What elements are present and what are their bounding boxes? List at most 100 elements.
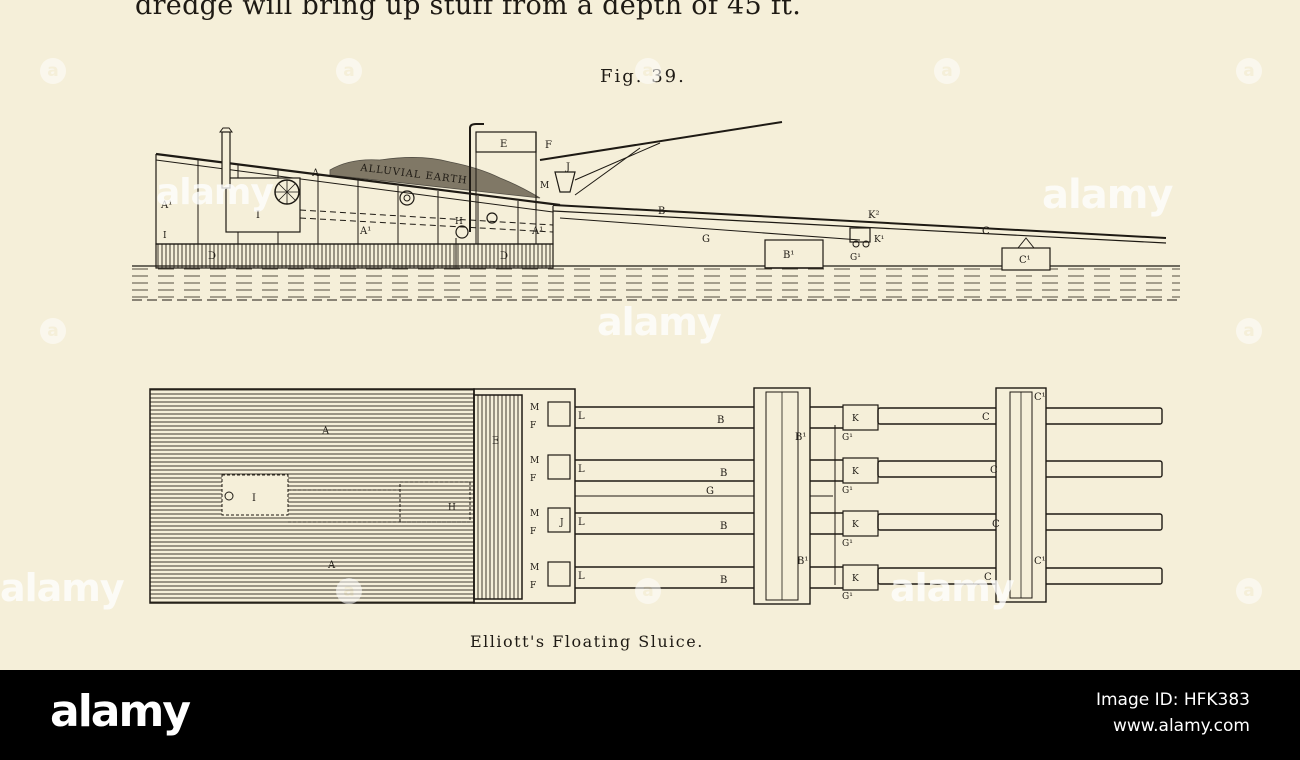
label-d-right: D <box>500 251 508 262</box>
label-a1-left: A¹ <box>160 200 172 211</box>
plan-label-c-1: C <box>982 412 990 423</box>
float-b1 <box>764 239 824 269</box>
hopper <box>554 171 576 193</box>
label-i-left: I <box>163 231 167 241</box>
engine-plan <box>221 474 289 516</box>
site-url: www.alamy.com <box>1112 716 1250 736</box>
body-text-line: dredge will bring up stuff from a depth … <box>135 0 802 21</box>
plan-label-c-3: C <box>992 519 1000 530</box>
label-a1-right: A¹ <box>531 226 543 237</box>
plan-label-b1-bottom: B¹ <box>797 556 808 567</box>
watermark-logo-mark: a <box>635 58 661 84</box>
plan-label-g: G <box>706 486 714 497</box>
tank-tower <box>475 149 537 245</box>
plan-label-g1-3: G¹ <box>842 539 853 549</box>
plan-label-l-2: L <box>578 464 585 475</box>
engine-house <box>225 177 301 233</box>
elevation-view: A¹ I A I A¹ D D H A¹ E F J M B G K² K¹ B… <box>132 121 1180 302</box>
plan-label-l-1: L <box>578 411 585 422</box>
label-b1: B¹ <box>783 250 794 261</box>
plan-label-k-3: K <box>852 520 859 530</box>
watermark-top-right: alamy <box>1042 172 1173 218</box>
elliott-floating-sluice-diagram: A¹ I A I A¹ D D H A¹ E F J M B G K² K¹ B… <box>132 121 1180 605</box>
plan-label-m-4: M <box>530 563 539 573</box>
label-g: G <box>702 234 710 245</box>
plan-label-b-4: B <box>720 575 727 586</box>
plan-label-b-1: B <box>717 415 724 426</box>
label-m: M <box>540 181 549 191</box>
plan-label-l-4: L <box>578 571 585 582</box>
watermark-top-left: alamy <box>156 172 274 213</box>
plan-label-k-4: K <box>852 574 859 584</box>
sluice-troughs <box>575 406 868 589</box>
plan-label-e: E <box>492 436 499 447</box>
sluice-joint-k <box>849 227 871 243</box>
label-e: E <box>500 139 507 150</box>
label-k2: K² <box>868 210 879 221</box>
plan-label-c1-bottom: C¹ <box>1034 556 1046 567</box>
plan-label-k-1: K <box>852 414 859 424</box>
pulley <box>399 190 415 206</box>
watermark-logo-mark: a <box>1236 578 1262 604</box>
plan-label-k-2: K <box>852 467 859 477</box>
pump <box>455 225 469 239</box>
plan-label-a-top: A <box>321 426 330 437</box>
label-g1: G¹ <box>850 253 861 263</box>
plan-label-j: J <box>559 518 564 528</box>
image-id: Image ID: HFK383 <box>1095 690 1250 710</box>
plan-label-m-2: M <box>530 456 539 466</box>
plan-label-b-3: B <box>720 521 727 532</box>
watermark-logo-mark: a <box>336 578 362 604</box>
watermark-logo-mark: a <box>1236 58 1262 84</box>
label-a1: A¹ <box>359 226 371 237</box>
plan-label-c-4: C <box>984 572 992 583</box>
long-sluice <box>552 204 1167 239</box>
watermark-logo-mark: a <box>336 58 362 84</box>
watermark-bottom-left: alamy <box>0 566 125 610</box>
inner-sluice <box>299 209 554 226</box>
plan-label-g1-2: G¹ <box>842 486 853 496</box>
plan-label-l-3: L <box>578 517 585 528</box>
watermark-logo-mark: a <box>635 578 661 604</box>
watermark-logo-mark: a <box>40 318 66 344</box>
tank-e-plan <box>473 394 523 600</box>
figure-caption: Elliott's Floating Sluice. <box>470 632 704 651</box>
pipe-g <box>559 217 861 241</box>
alluvial-earth-pile <box>329 157 541 199</box>
plan-label-f-3: F <box>530 527 536 537</box>
plan-label-m-3: M <box>530 509 539 519</box>
label-c: C <box>982 226 990 237</box>
plan-label-f-2: F <box>530 474 536 484</box>
plan-label-i: I <box>252 493 256 504</box>
plan-label-c1-top: C¹ <box>1034 392 1046 403</box>
deck-a <box>149 388 475 604</box>
scanned-page: dredge will bring up stuff from a depth … <box>0 0 1262 651</box>
label-a-top: A <box>311 168 320 179</box>
watermark-logo-mark: a <box>40 58 66 84</box>
float-c1 <box>1001 247 1051 271</box>
label-c1: C¹ <box>1019 255 1031 266</box>
alamy-logo: alamy <box>50 686 191 737</box>
plan-view: A I A H E M F M F M F M F J L L L L B B <box>149 387 1163 605</box>
derrick-boom <box>539 121 783 161</box>
plan-label-h: H <box>448 503 456 513</box>
long-sluice-lower <box>552 210 1167 244</box>
plan-label-c-2: C <box>990 465 998 476</box>
watermark-logo-mark: a <box>934 58 960 84</box>
watermark-center: alamy <box>597 300 722 344</box>
watermark-bottom-right: alamy <box>890 566 1015 610</box>
plan-label-f-4: F <box>530 581 536 591</box>
plan-label-a-bottom: A <box>327 560 336 571</box>
sluice-heads <box>547 401 571 587</box>
plan-label-g1-1: G¹ <box>842 433 853 443</box>
label-d-left: D <box>208 251 216 262</box>
stock-footer-bar: alamy Image ID: HFK383 www.alamy.com <box>0 670 1300 760</box>
plan-label-f-1: F <box>530 421 536 431</box>
label-h: H <box>455 217 463 227</box>
plan-label-g1-4: G¹ <box>842 592 853 602</box>
label-b: B <box>658 206 665 217</box>
plan-label-b-2: B <box>720 468 727 479</box>
label-f: F <box>545 140 552 151</box>
watermark-logo-mark: a <box>1236 318 1262 344</box>
plan-label-m-1: M <box>530 403 539 413</box>
